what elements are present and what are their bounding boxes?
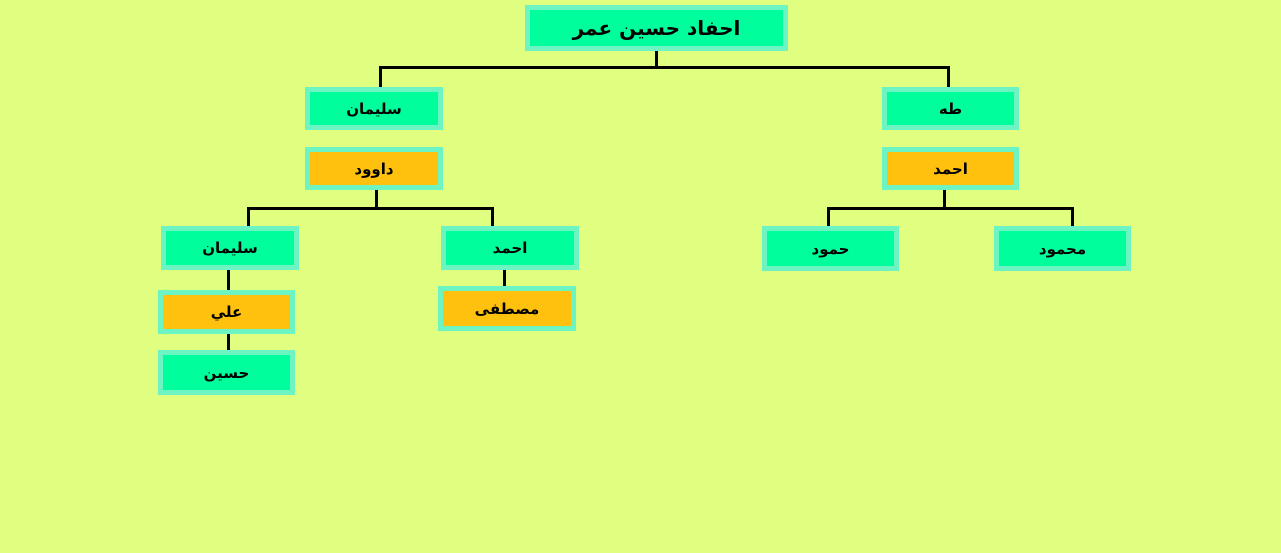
node-ahmad-right-label: احمد bbox=[933, 159, 968, 178]
node-taha: طه bbox=[882, 87, 1019, 130]
node-ali-label: علي bbox=[210, 303, 243, 321]
node-suleiman-label: سليمان bbox=[346, 99, 402, 118]
connector-to-mahmoud bbox=[1071, 207, 1074, 227]
node-mustafa: مصطفى bbox=[438, 286, 576, 331]
connector-ahmad-to-mustafa bbox=[503, 269, 506, 287]
node-mustafa-label: مصطفى bbox=[474, 299, 540, 318]
node-dawood: داوود bbox=[305, 147, 443, 190]
node-ahmad-right: احمد bbox=[882, 147, 1019, 190]
node-suleiman-2-label: سليمان bbox=[202, 239, 258, 257]
connector-ahmad-right-down bbox=[943, 189, 946, 209]
connector-dawood-horizontal bbox=[247, 207, 494, 210]
connector-to-taha bbox=[947, 66, 950, 88]
connector-to-hammoud bbox=[827, 207, 830, 227]
node-suleiman: سليمان bbox=[305, 87, 443, 130]
connector-ali-to-hussein bbox=[227, 333, 230, 351]
connector-root-down bbox=[655, 50, 658, 68]
connector-dawood-down bbox=[375, 189, 378, 209]
root-node-label: احفاد حسين عمر bbox=[572, 16, 741, 40]
node-hammoud-label: حمود bbox=[811, 239, 850, 258]
node-ahmad-left-label: احمد bbox=[492, 239, 528, 257]
node-taha-label: طه bbox=[938, 99, 963, 118]
node-mahmoud-label: محمود bbox=[1038, 239, 1087, 258]
node-ahmad-left: احمد bbox=[441, 226, 579, 270]
node-mahmoud: محمود bbox=[994, 226, 1131, 271]
node-ali: علي bbox=[158, 290, 295, 334]
connector-suleiman2-to-ali bbox=[227, 269, 230, 291]
node-dawood-label: داوود bbox=[354, 159, 394, 178]
connector-to-suleiman-2 bbox=[247, 207, 250, 227]
root-node: احفاد حسين عمر bbox=[525, 5, 788, 51]
connector-ahmad-right-horizontal bbox=[827, 207, 1074, 210]
node-hussein: حسين bbox=[158, 350, 295, 395]
connector-root-horizontal bbox=[379, 66, 950, 69]
connector-to-suleiman bbox=[379, 66, 382, 88]
node-hammoud: حمود bbox=[762, 226, 899, 271]
node-suleiman-2: سليمان bbox=[161, 226, 299, 270]
connector-to-ahmad-left bbox=[491, 207, 494, 227]
node-hussein-label: حسين bbox=[203, 363, 250, 382]
